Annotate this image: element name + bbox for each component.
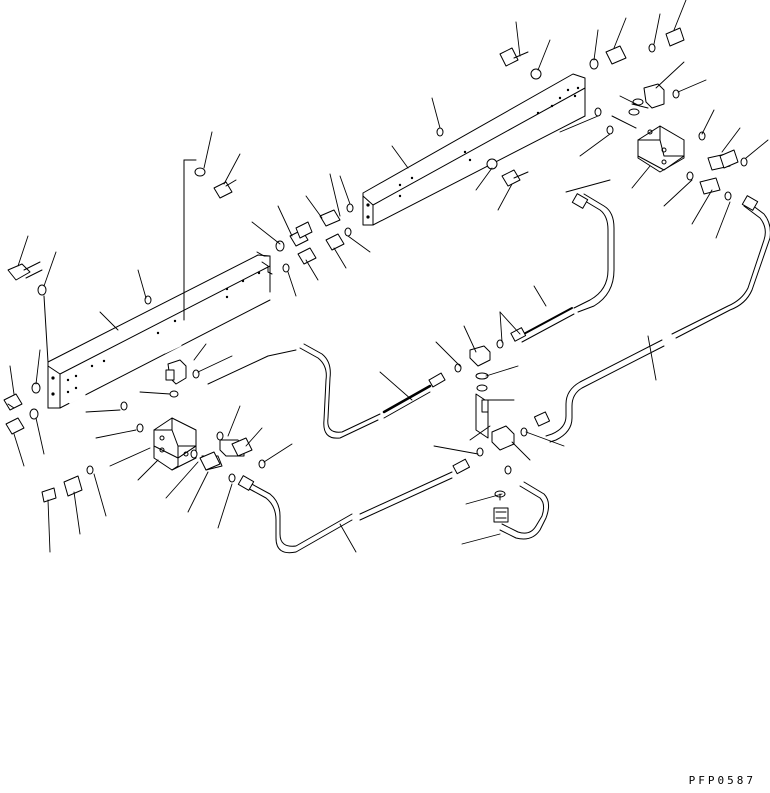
- bolt: [297, 247, 317, 265]
- bolt: [605, 45, 627, 65]
- bolt: [231, 437, 253, 457]
- bolts: [3, 27, 739, 471]
- fittings: [41, 83, 731, 503]
- reference-lines: [43, 115, 637, 501]
- left-front-pipe: [299, 343, 446, 439]
- bolt: [213, 179, 237, 199]
- bolt: [199, 451, 221, 471]
- bolt: [5, 417, 25, 435]
- u-pipe: [493, 481, 550, 540]
- bolt: [499, 47, 529, 67]
- drawing-code: PFP0587: [688, 774, 756, 787]
- bolt: [295, 221, 313, 239]
- bolt: [665, 27, 685, 47]
- bolt: [319, 209, 341, 227]
- pipes: [237, 193, 770, 554]
- right-valve-block: [637, 125, 685, 173]
- left-valve-block: [153, 417, 197, 471]
- bolt: [719, 149, 739, 169]
- upper-rail: [362, 73, 586, 226]
- lower-rail: [47, 251, 273, 409]
- left-lower-pipe: [237, 458, 471, 554]
- bolt: [501, 169, 529, 187]
- right-long-pipe: [533, 195, 770, 443]
- leader-lines: [9, 0, 769, 553]
- center-pipe: [510, 193, 615, 343]
- bolt: [7, 261, 43, 281]
- bolt: [3, 393, 23, 411]
- bolt: [325, 233, 345, 251]
